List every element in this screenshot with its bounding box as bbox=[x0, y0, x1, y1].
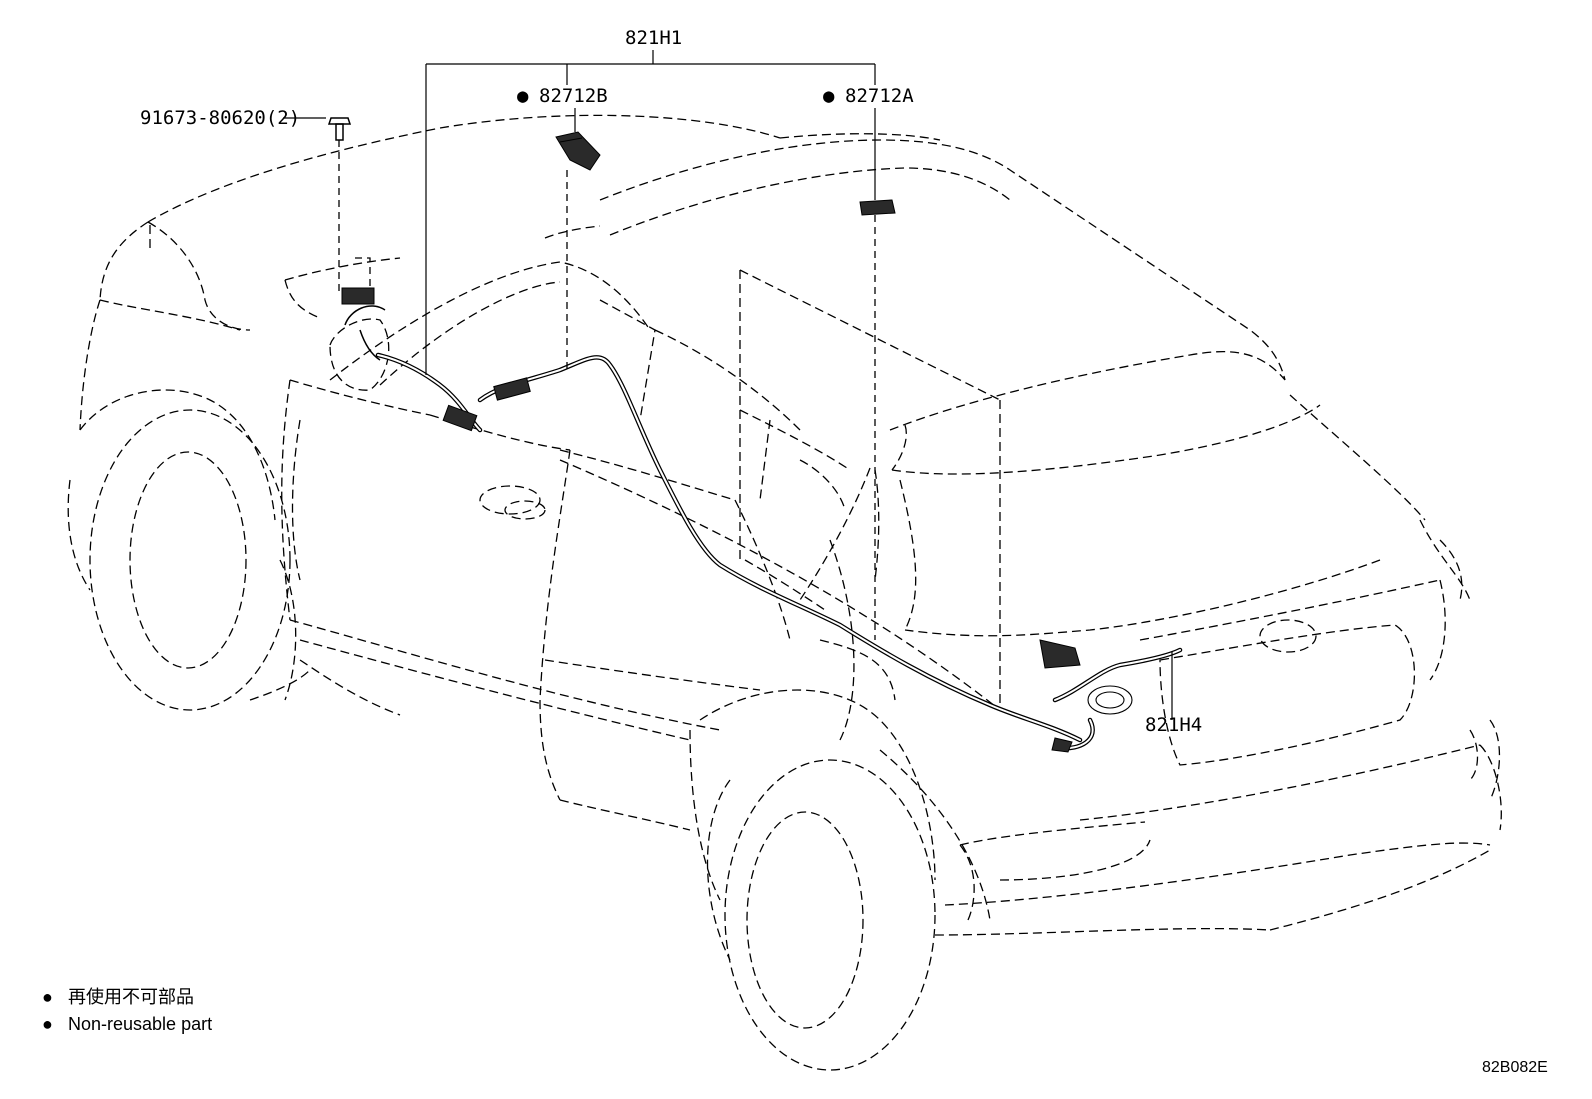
clamp-82712A-shape bbox=[859, 199, 896, 216]
leader-lines bbox=[283, 50, 1173, 720]
wire-harness-821H4 bbox=[1039, 639, 1183, 753]
label-821H4: 821H4 bbox=[1145, 714, 1202, 736]
part-labels: 821H1 ● 82712B ● 82712A 91673-80620(2) 8… bbox=[140, 27, 1202, 736]
wire-harness-821H1 bbox=[341, 287, 1083, 743]
label-821H1: 821H1 bbox=[625, 27, 682, 49]
vehicle-outline bbox=[67, 114, 1502, 1071]
legend: ● 再使用不可部品 ● Non-reusable part bbox=[42, 987, 212, 1034]
label-82712A: 82712A bbox=[845, 85, 914, 107]
marker-82712A: ● bbox=[823, 85, 835, 107]
legend-text-jp: 再使用不可部品 bbox=[68, 987, 194, 1007]
bolt-shape bbox=[327, 117, 352, 141]
label-82712B: 82712B bbox=[539, 85, 608, 107]
figure-code: 82B082E bbox=[1482, 1059, 1548, 1076]
marker-82712B: ● bbox=[517, 85, 529, 107]
legend-marker-en: ● bbox=[42, 1014, 53, 1034]
label-bolt-91673-80620: 91673-80620(2) bbox=[140, 107, 300, 129]
legend-text-en: Non-reusable part bbox=[68, 1014, 212, 1034]
clamp-82712B-shape bbox=[555, 131, 601, 171]
legend-marker-jp: ● bbox=[42, 987, 53, 1007]
